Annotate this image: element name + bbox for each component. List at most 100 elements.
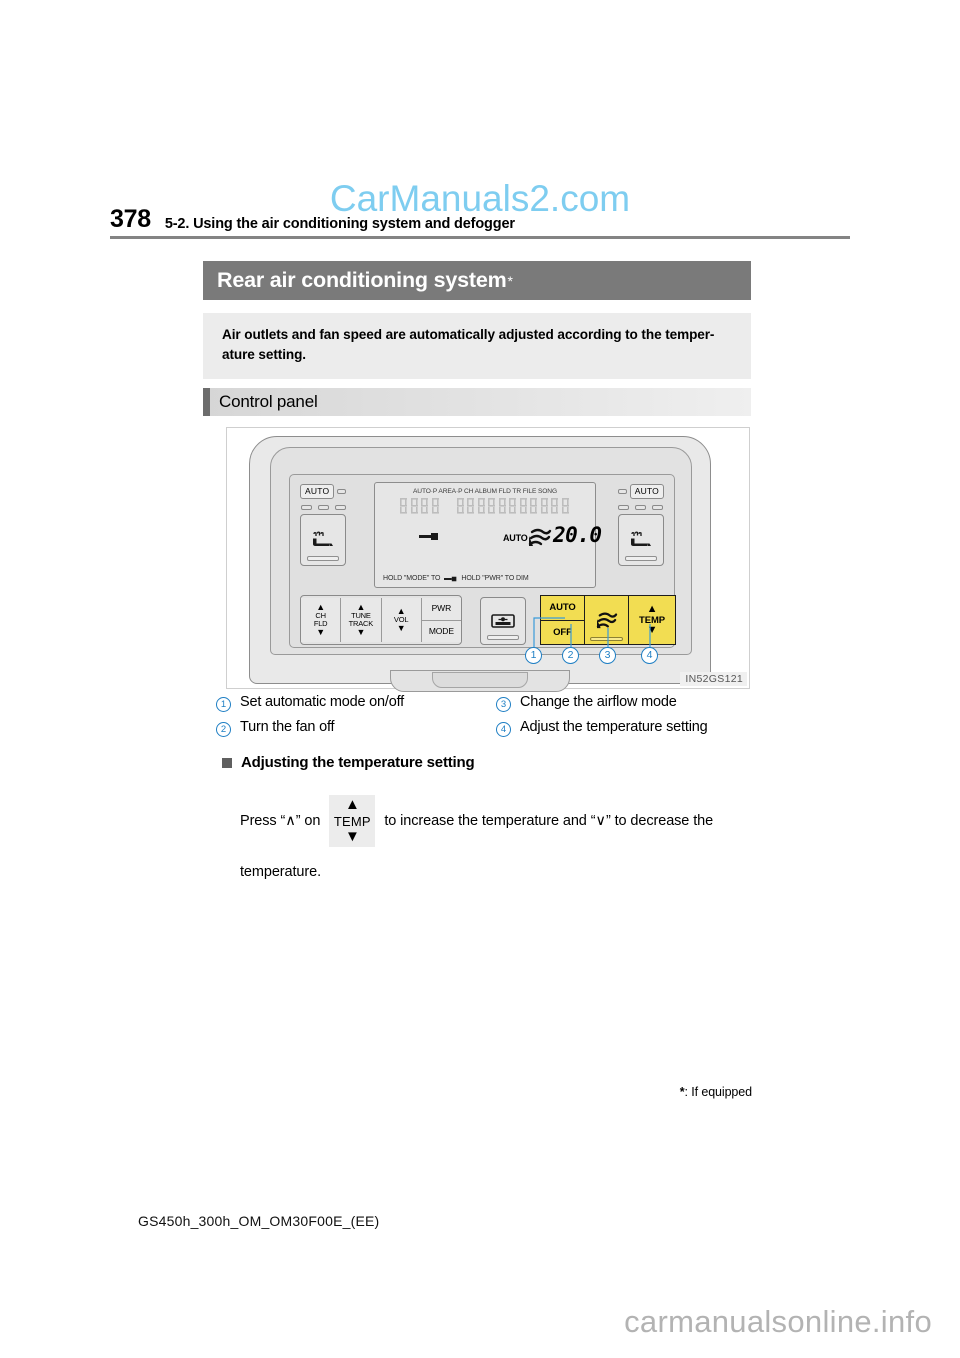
seat-heater-icon (313, 531, 333, 546)
led-indicator (318, 505, 329, 510)
chevron-up-icon: ▲ (646, 602, 658, 615)
chevron-up-icon: ▲ (356, 601, 366, 612)
panel-lower-trim-inner (432, 672, 528, 688)
header-divider (110, 236, 850, 239)
panel-face: AUTO (289, 474, 676, 648)
rear-display-light-bar (487, 635, 519, 640)
footnote: *: If equipped (680, 1085, 752, 1099)
adjusting-line-2: temperature. (240, 864, 322, 880)
right-heater-light-bar (625, 556, 657, 561)
lcd-segment (466, 497, 475, 515)
figure-code: IN52GS121 (680, 672, 747, 686)
vol-button[interactable]: ▲ VOL ▼ (381, 598, 422, 642)
chevron-down-icon: ▼ (646, 623, 658, 636)
chevron-up-icon: ▲ (396, 605, 406, 616)
rear-display-button[interactable] (480, 597, 526, 645)
off-button[interactable]: OFF (553, 626, 572, 638)
airflow-mode-icon (596, 612, 617, 629)
left-seat-heater-group: AUTO (300, 483, 362, 566)
legend-number: 2 (216, 722, 231, 737)
lcd-segment (420, 497, 429, 515)
control-panel-figure: AUTO (226, 427, 750, 692)
subsection-header: Control panel (203, 388, 751, 416)
legend-text: Set automatic mode on/off (240, 694, 405, 710)
subsection-marker (203, 388, 210, 416)
lcd-segment (550, 497, 559, 515)
adjusting-body: Press “∧” on ▲ TEMP ▼ to increase the te… (240, 795, 750, 880)
lcd-hold-hints: HOLD "MODE" TO HOLD "PWR" TO DIM (383, 575, 529, 582)
lcd-segment (430, 497, 440, 515)
lcd-hold-mode-text: HOLD "MODE" TO (383, 575, 441, 582)
lcd-segment (560, 497, 570, 515)
left-auto-chip[interactable]: AUTO (300, 484, 335, 499)
tune-track-label-2: TRACK (348, 619, 374, 628)
lcd-segment (497, 497, 507, 515)
bullet-square-icon (222, 757, 232, 768)
left-seat-heater-button[interactable] (300, 514, 346, 566)
rear-seat-control-icon (491, 614, 515, 628)
right-auto-led (617, 489, 627, 494)
airflow-mode-button[interactable] (585, 596, 629, 644)
right-led-row (602, 505, 663, 510)
temp-key-illustration: ▲ TEMP ▼ (329, 795, 376, 847)
left-led-row (301, 505, 362, 510)
auto-button[interactable]: AUTO (541, 596, 584, 621)
lcd-disc-icon (419, 533, 438, 540)
airflow-mode-light-bar (590, 637, 623, 641)
callout-3: 3 (599, 647, 616, 664)
lcd-disc-icon-small (444, 576, 457, 581)
led-indicator (635, 505, 646, 510)
panel-bezel-outer: AUTO (249, 436, 711, 692)
right-auto-row: AUTO (602, 483, 664, 500)
led-indicator (618, 505, 629, 510)
legend-text: Adjust the temperature setting (520, 719, 708, 735)
watermark-bottom: carmanualsonline.info (624, 1304, 932, 1339)
lcd-indicator-labels: AUTO·P AREA·P CH ALBUM FLD TR FILE SONG (412, 488, 557, 495)
pwr-button[interactable]: PWR (421, 598, 461, 621)
legend-text: Change the airflow mode (520, 694, 677, 710)
figure-legend: 1 Set automatic mode on/off 3 Change the… (216, 694, 756, 737)
ch-fld-button[interactable]: ▲ CH FLD ▼ (301, 598, 342, 642)
lcd-segment (476, 497, 486, 515)
lcd-display: AUTO·P AREA·P CH ALBUM FLD TR FILE SONG (374, 482, 602, 588)
pwr-mode-button-group: PWR MODE (421, 598, 461, 642)
left-auto-row: AUTO (300, 483, 362, 500)
tune-track-label-1: TUNE (351, 610, 371, 620)
mode-button[interactable]: MODE (428, 625, 454, 636)
chevron-down-icon: ▼ (316, 627, 325, 638)
vol-label: VOL (393, 614, 409, 624)
lcd-segment-group-right (455, 497, 570, 515)
right-seat-heater-group: AUTO (602, 483, 664, 566)
adjusting-line-1: Press “∧” on ▲ TEMP ▼ to increase the te… (240, 795, 750, 847)
legend-number: 1 (216, 697, 231, 712)
adjusting-pre-text: Press “∧” on (240, 812, 321, 829)
seat-heater-icon (631, 531, 651, 546)
subsection-title: Control panel (219, 391, 318, 411)
auto-off-button-group: AUTO OFF (541, 596, 585, 644)
lcd-auto-indicator: AUTO (503, 533, 528, 543)
lcd-segment (399, 497, 408, 515)
callout-1: 1 (525, 647, 542, 664)
lcd-segment (508, 497, 517, 515)
left-heater-light-bar (307, 556, 339, 561)
right-seat-heater-button[interactable] (618, 514, 664, 566)
tune-track-button[interactable]: ▲ TUNE TRACK ▼ (341, 598, 382, 642)
breadcrumb: 5-2. Using the air conditioning system a… (164, 215, 515, 232)
section-title: Rear air conditioning system (217, 268, 507, 292)
page-footer: GS450h_300h_OM_OM30F00E_(EE) (138, 1213, 380, 1229)
temp-button[interactable]: ▲ TEMP ▼ (629, 596, 675, 644)
led-indicator (335, 505, 346, 510)
chevron-up-icon: ▲ (344, 795, 360, 813)
legend-number: 4 (496, 722, 511, 737)
right-auto-chip[interactable]: AUTO (629, 484, 664, 499)
chevron-down-icon: ▼ (356, 627, 366, 638)
ch-fld-label-2: FLD (313, 619, 328, 628)
intro-note-text: Air outlets and fan speed are automatica… (222, 327, 715, 363)
panel-bezel-mid: AUTO (270, 447, 692, 655)
legend-item-4: 4 Adjust the temperature setting (496, 719, 756, 737)
callout-4: 4 (641, 647, 658, 664)
intro-note-box: Air outlets and fan speed are automatica… (203, 313, 751, 379)
temp-label: TEMP (639, 614, 665, 626)
audio-button-cluster: ▲ CH FLD ▼ ▲ TUNE TRACK ▼ ▲ VOL ▼ (300, 595, 462, 645)
lcd-hold-pwr-text: HOLD "PWR" TO DIM (461, 575, 529, 582)
